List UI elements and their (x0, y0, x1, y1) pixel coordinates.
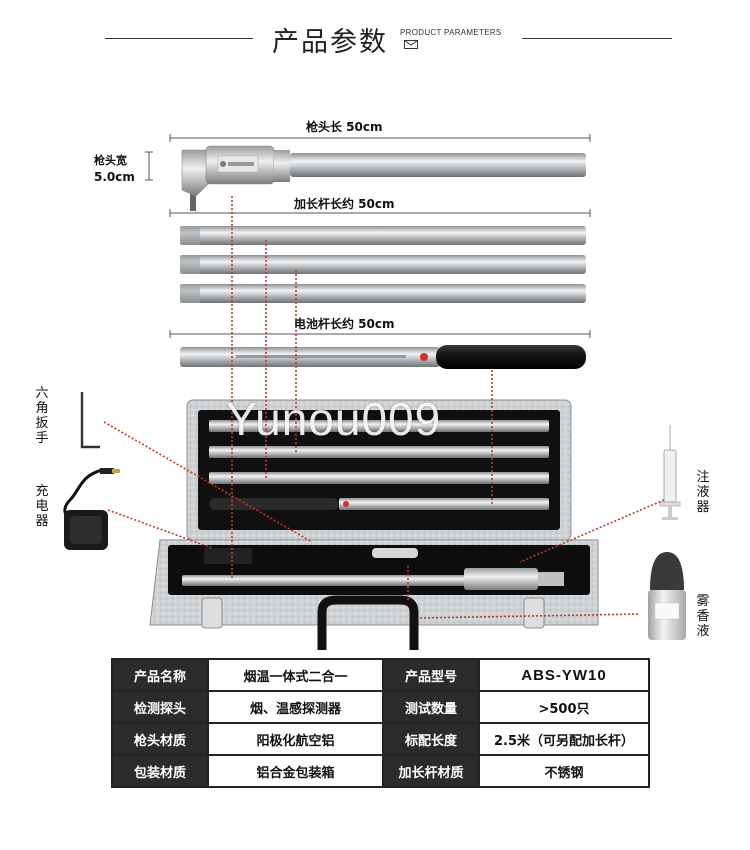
aluminium-case (149, 399, 599, 650)
spec-value: ABS-YW10 (478, 658, 650, 692)
battery-rod (180, 345, 586, 369)
envelope-icon (404, 40, 418, 49)
table-row: 产品名称 烟温一体式二合一 产品型号 ABS-YW10 (111, 658, 650, 692)
label-extension-length: 加长杆长约 50cm (294, 197, 395, 211)
spec-key: 加长杆材质 (382, 754, 480, 788)
header-rule-right (522, 38, 672, 39)
spec-value: 烟温一体式二合一 (207, 658, 384, 692)
hex-wrench (80, 392, 100, 449)
label-charger: 充电器 (35, 484, 49, 529)
value-head-width: 5.0cm (94, 170, 135, 184)
aerosol-bottle (648, 552, 686, 640)
label-injector: 注液器 (696, 470, 710, 515)
spec-table: 产品名称 烟温一体式二合一 产品型号 ABS-YW10 检测探头 烟、温感探测器… (111, 658, 650, 788)
spec-value: 铝合金包装箱 (207, 754, 384, 788)
spec-value: 阳极化航空铝 (207, 722, 384, 756)
page-subtitle: PRODUCT PARAMETERS (400, 28, 502, 37)
spec-key: 标配长度 (382, 722, 480, 756)
page-title: 产品参数 (272, 27, 388, 58)
header-rule-left (105, 38, 253, 39)
spec-key: 测试数量 (382, 690, 480, 724)
label-battery-length: 电池杆长约 50cm (294, 317, 395, 331)
product-illustration (63, 134, 686, 650)
syringe (659, 425, 681, 520)
spec-value: 不锈钢 (478, 754, 650, 788)
spec-key: 产品名称 (111, 658, 209, 692)
dimension-line-extension (169, 209, 591, 217)
spec-value: 烟、温感探测器 (207, 690, 384, 724)
dimension-line-battery (169, 330, 591, 338)
table-row: 包装材质 铝合金包装箱 加长杆材质 不锈钢 (111, 754, 650, 788)
detector-head (181, 145, 586, 211)
charger (63, 468, 120, 550)
spec-key: 产品型号 (382, 658, 480, 692)
label-hex-wrench: 六角扳手 (35, 386, 49, 446)
label-head-width: 枪头宽 (94, 154, 127, 167)
spec-value: >500只 (478, 690, 650, 724)
label-aerosol: 雾香液 (696, 594, 710, 639)
spec-key: 枪头材质 (111, 722, 209, 756)
label-head-length: 枪头长 50cm (306, 120, 383, 134)
spec-value: 2.5米（可另配加长杆） (478, 722, 650, 756)
dimension-line-head-length (169, 134, 591, 142)
dimension-bracket-head-width (145, 151, 153, 181)
table-row: 枪头材质 阳极化航空铝 标配长度 2.5米（可另配加长杆） (111, 722, 650, 756)
table-row: 检测探头 烟、温感探测器 测试数量 >500只 (111, 690, 650, 724)
spec-key: 检测探头 (111, 690, 209, 724)
watermark: Yunou009 (226, 393, 442, 445)
spec-key: 包装材质 (111, 754, 209, 788)
callout-lines (103, 196, 665, 619)
extension-rods (180, 226, 586, 303)
